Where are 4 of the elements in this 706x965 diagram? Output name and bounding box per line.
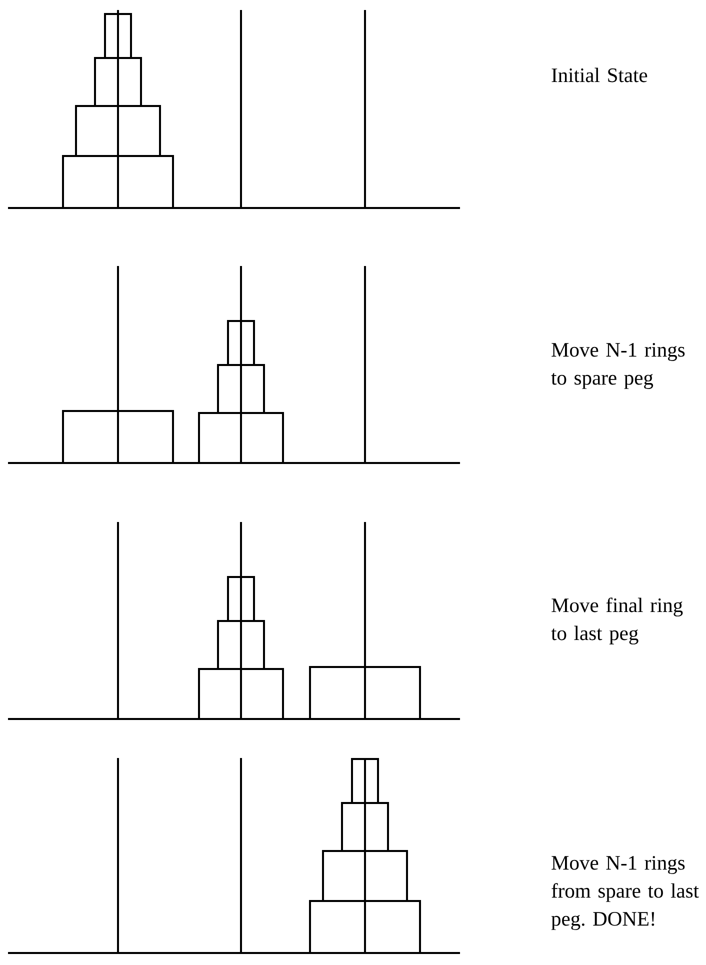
caption-text: Initial State	[552, 68, 648, 82]
caption-text: Move N-1 rings to spare peg	[551, 343, 685, 389]
caption-text: Move final ring to last peg	[551, 598, 683, 644]
caption-text: Move N-1 rings from spare to last peg. DONE!	[551, 856, 699, 930]
